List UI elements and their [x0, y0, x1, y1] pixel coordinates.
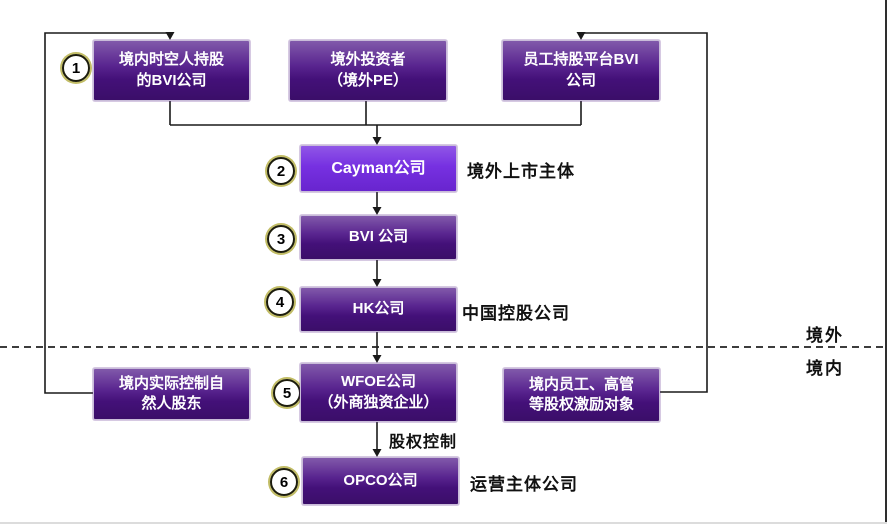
node-cayman: Cayman公司 [300, 145, 457, 192]
node-hk: HK公司 [300, 287, 457, 332]
node-bvi: BVI 公司 [300, 215, 457, 260]
label-china-holding-company: 中国控股公司 [462, 304, 570, 323]
arrow-down-icon [372, 279, 382, 287]
node-wfoe: WFOE公司 （外商独资企业） [300, 363, 457, 422]
region-label-offshore: 境外 [806, 326, 844, 345]
arrow-down-icon [372, 207, 382, 215]
step-number-5: 5 [273, 379, 301, 407]
step-number-6: 6 [270, 468, 298, 496]
arrow-down-icon [165, 32, 175, 40]
arrow-down-icon [372, 355, 382, 363]
step-number-3: 3 [267, 225, 295, 253]
region-label-onshore: 境内 [806, 359, 844, 378]
node-domestic-bvi: 境内时空人持股 的BVI公司 [93, 40, 250, 101]
slide-right-border [885, 0, 887, 524]
node-incentive-targets: 境内员工、高管 等股权激励对象 [503, 368, 660, 422]
node-domestic-controller: 境内实际控制自 然人股东 [93, 368, 250, 420]
label-offshore-listing-entity: 境外上市主体 [467, 162, 575, 181]
step-number-2: 2 [267, 157, 295, 185]
node-opco: OPCO公司 [302, 457, 459, 505]
slide-bottom-border [0, 522, 887, 524]
label-operating-entity: 运营主体公司 [470, 475, 578, 494]
node-esop-bvi: 员工持股平台BVI 公司 [502, 40, 660, 101]
step-number-1: 1 [62, 54, 90, 82]
node-foreign-investor: 境外投资者 （境外PE） [289, 40, 447, 101]
step-number-4: 4 [266, 288, 294, 316]
arrow-down-icon [372, 137, 382, 145]
arrow-down-icon [372, 449, 382, 457]
arrow-down-icon [576, 32, 586, 40]
label-equity-control: 股权控制 [389, 434, 458, 451]
